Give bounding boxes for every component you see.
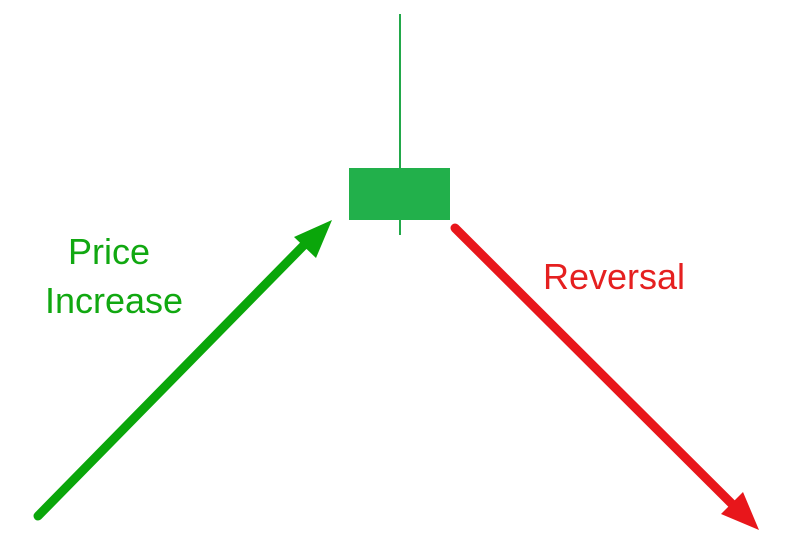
up-arrow-head [294,220,332,258]
down-arrow-head [721,492,759,530]
increase-label: Increase [45,280,184,321]
arrow-up-right-icon [33,220,332,521]
candle-body [349,168,450,220]
candlestick-icon [349,14,450,235]
down-arrow-shaft [450,223,737,509]
price-label: Price [68,231,151,272]
up-arrow-shaft [33,238,311,521]
arrow-down-right-icon [450,223,759,530]
reversal-label: Reversal [543,256,686,297]
